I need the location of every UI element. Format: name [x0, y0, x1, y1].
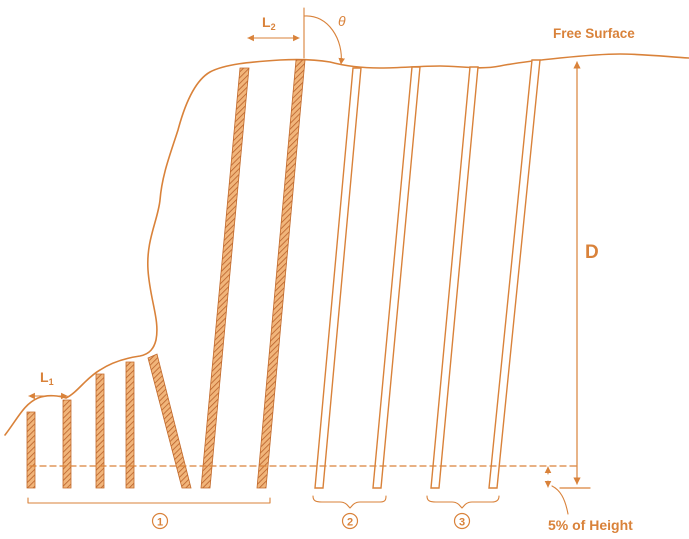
height-pct-leader — [551, 485, 569, 515]
blast-hole — [125, 361, 135, 489]
l2-label: L2 — [262, 14, 276, 32]
l1-label: L1 — [40, 369, 54, 387]
blast-hole — [95, 373, 105, 489]
free-surface-label: Free Surface — [553, 26, 635, 41]
hole-group-3 — [430, 59, 541, 489]
theta-arc — [303, 15, 346, 65]
blast-hole — [200, 67, 250, 489]
group-3-bracket — [426, 495, 500, 509]
blast-hole — [256, 59, 306, 489]
hole-group-1 — [26, 59, 306, 489]
theta-label: θ — [338, 13, 346, 29]
blast-hole — [372, 66, 421, 489]
svg-text:1: 1 — [157, 517, 163, 529]
blast-hole — [430, 66, 479, 489]
group-2-number: 2 — [341, 512, 359, 530]
svg-text:3: 3 — [459, 517, 465, 529]
blast-hole — [488, 59, 541, 489]
group-1-bracket — [27, 497, 271, 504]
blast-hole — [147, 353, 192, 489]
depth-label: D — [585, 242, 599, 263]
rock-face-profile — [4, 53, 689, 436]
height-pct-label: 5% of Height — [548, 517, 633, 533]
svg-text:2: 2 — [347, 517, 353, 529]
blast-hole — [62, 399, 72, 489]
group-3-number: 3 — [453, 512, 471, 530]
blast-hole — [314, 67, 362, 489]
group-1-number: 1 — [151, 512, 169, 530]
blast-hole — [26, 411, 36, 489]
hole-group-2 — [314, 66, 421, 489]
group-2-bracket — [312, 495, 387, 509]
